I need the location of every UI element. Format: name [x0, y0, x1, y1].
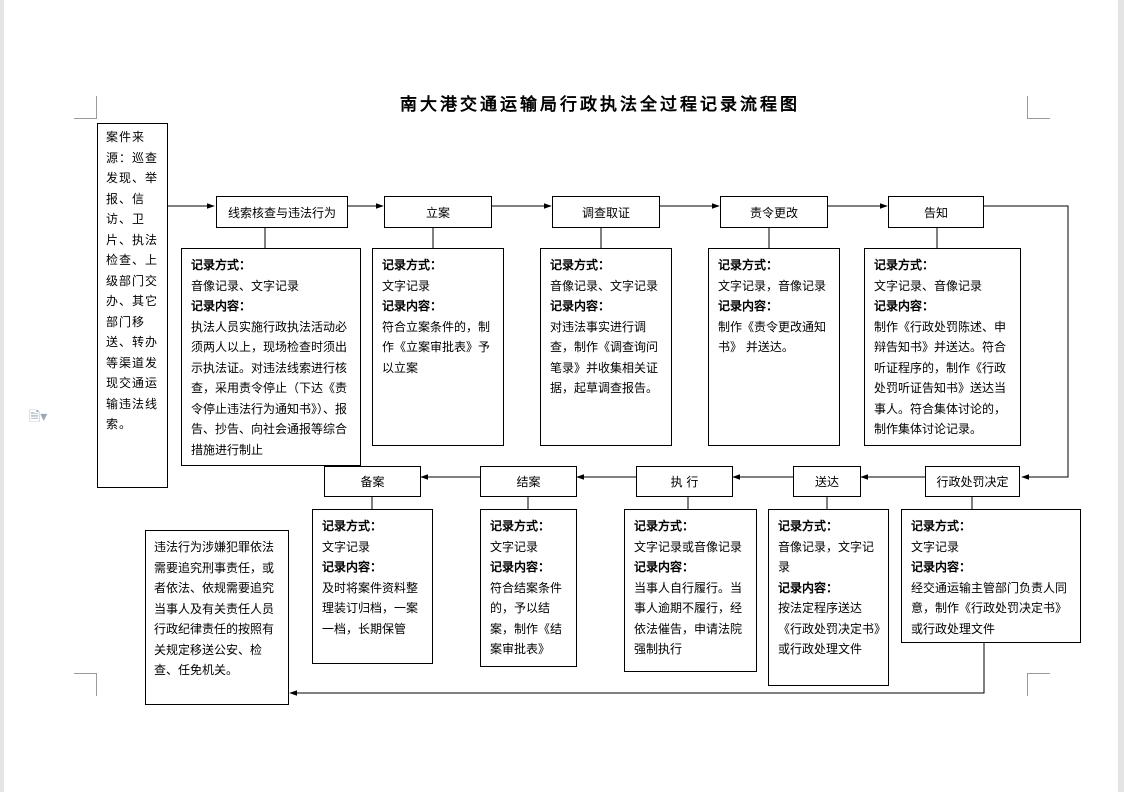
step-name-clue-verification: 线索核查与违法行为	[227, 205, 336, 220]
step-header-penalty-decision: 行政处罚决定	[925, 466, 1020, 497]
corner-mark-top-right	[1027, 96, 1050, 119]
method-value: 文字记录	[382, 278, 431, 293]
page-margin-right	[1118, 0, 1124, 792]
step-header-order-correction: 责令更改	[720, 196, 828, 228]
step-header-delivery: 送达	[793, 466, 861, 497]
detail-case-filing: 记录方式： 文字记录 记录内容： 符合立案条件的，制作《立案审批表》予以立案	[372, 248, 504, 446]
detail-investigation: 记录方式： 音像记录、文字记录 记录内容： 对违法事实进行调查，制作《调查询问笔…	[540, 248, 672, 446]
detail-execution: 记录方式： 文字记录或音像记录 记录内容： 当事人自行履行。当事人逾期不履行，经…	[624, 509, 757, 672]
method-value: 音像记录、文字记录	[191, 278, 300, 293]
detail-penalty-decision: 记录方式： 文字记录 记录内容： 经交通运输主管部门负责人同意，制作《行政处罚决…	[901, 509, 1081, 643]
method-label: 记录方式：	[490, 519, 551, 533]
method-label: 记录方式：	[911, 519, 972, 533]
content-label: 记录内容：	[382, 299, 443, 313]
method-label: 记录方式：	[382, 258, 443, 272]
content-value: 按法定程序送达《行政处罚决定书》或行政处理文件	[778, 601, 881, 656]
step-header-investigation: 调查取证	[552, 196, 660, 228]
method-label: 记录方式：	[778, 519, 839, 533]
step-header-filing-record: 备案	[324, 466, 421, 497]
method-label: 记录方式：	[718, 258, 779, 272]
case-source-box: 案件来源：巡查发现、举报、信访、卫片、执法检查、上级部门交办、其它部门移送、转办…	[97, 123, 168, 488]
step-header-execution: 执 行	[636, 466, 733, 497]
method-label: 记录方式：	[634, 519, 695, 533]
detail-delivery: 记录方式： 音像记录，文字记录 记录内容： 按法定程序送达《行政处罚决定书》或行…	[768, 509, 889, 686]
corner-mark-bottom-left	[74, 673, 97, 696]
method-label: 记录方式：	[191, 258, 252, 272]
step-header-notification: 告知	[888, 196, 984, 228]
content-value: 对违法事实进行调查，制作《调查询问笔录》并收集相关证据，起草调查报告。	[550, 319, 659, 396]
content-value: 符合结案条件的，予以结案，制作《结案审批表》	[490, 580, 563, 657]
corner-mark-top-left	[74, 96, 97, 119]
content-label: 记录内容：	[490, 560, 551, 574]
content-value: 制作《行政处罚陈述、申辩告知书》并送达。符合听证程序的，制作《行政处罚听证告知书…	[874, 319, 1007, 437]
detail-filing-record: 记录方式： 文字记录 记录内容： 及时将案件资料整理装订归档，一案一档，长期保管	[312, 509, 433, 664]
step-name-investigation: 调查取证	[581, 205, 630, 220]
corner-mark-bottom-right	[1027, 673, 1050, 696]
detail-clue-verification: 记录方式： 音像记录、文字记录 记录内容： 执法人员实施行政执法活动必须两人以上…	[181, 248, 361, 466]
step-name-filing-record: 备案	[360, 475, 385, 489]
step-header-case-closing: 结案	[480, 466, 577, 497]
content-label: 记录内容：	[874, 299, 935, 313]
step-name-case-filing: 立案	[425, 205, 450, 220]
case-source-text: 案件来源：巡查发现、举报、信访、卫片、执法检查、上级部门交办、其它部门移送、转办…	[106, 130, 159, 431]
content-label: 记录内容：	[322, 560, 383, 574]
method-label: 记录方式：	[322, 519, 383, 533]
step-name-case-closing: 结案	[516, 475, 541, 489]
page-margin-left	[0, 0, 4, 792]
content-value: 及时将案件资料整理装订归档，一案一档，长期保管	[322, 580, 419, 636]
step-name-penalty-decision: 行政处罚决定	[936, 475, 1009, 489]
method-value: 音像记录、文字记录	[550, 278, 659, 293]
document-options-icon[interactable]: 🗎▾	[29, 409, 48, 425]
method-value: 文字记录、音像记录	[874, 278, 983, 293]
step-name-execution: 执 行	[670, 475, 699, 489]
method-value: 文字记录，音像记录	[718, 278, 827, 293]
content-value: 执法人员实施行政执法活动必须两人以上，现场检查时须出示执法证。对违法线索进行核查…	[191, 319, 348, 457]
content-value: 制作《责令更改通知书》 并送达。	[718, 319, 827, 355]
criminal-referral-box: 违法行为涉嫌犯罪依法需要追究刑事责任，或者依法、依规需要追究当事人及有关责任人员…	[145, 530, 289, 705]
content-value: 经交通运输主管部门负责人同意，制作《行政处罚决定书》或行政处理文件	[911, 580, 1068, 636]
detail-case-closing: 记录方式： 文字记录 记录内容： 符合结案条件的，予以结案，制作《结案审批表》	[480, 509, 577, 667]
method-label: 记录方式：	[874, 258, 935, 272]
method-value: 文字记录或音像记录	[634, 539, 743, 554]
step-name-order-correction: 责令更改	[749, 205, 798, 220]
step-header-case-filing: 立案	[384, 196, 492, 228]
content-label: 记录内容：	[911, 560, 972, 574]
content-label: 记录内容：	[550, 299, 611, 313]
detail-order-correction: 记录方式： 文字记录，音像记录 记录内容： 制作《责令更改通知书》 并送达。	[708, 248, 840, 446]
method-value: 音像记录，文字记录	[778, 539, 875, 575]
detail-notification: 记录方式： 文字记录、音像记录 记录内容： 制作《行政处罚陈述、申辩告知书》并送…	[864, 248, 1021, 446]
content-label: 记录内容：	[718, 299, 779, 313]
criminal-referral-text: 违法行为涉嫌犯罪依法需要追究刑事责任，或者依法、依规需要追究当事人及有关责任人员…	[154, 540, 275, 677]
step-name-delivery: 送达	[814, 475, 839, 489]
method-value: 文字记录	[911, 539, 960, 554]
method-value: 文字记录	[322, 539, 371, 554]
content-label: 记录内容：	[634, 560, 695, 574]
method-label: 记录方式：	[550, 258, 611, 272]
step-header-clue-verification: 线索核查与违法行为	[216, 196, 348, 228]
content-label: 记录内容：	[191, 299, 252, 313]
content-value: 符合立案条件的，制作《立案审批表》予以立案	[382, 319, 491, 375]
content-label: 记录内容：	[778, 580, 839, 595]
content-value: 当事人自行履行。当事人逾期不履行，经依法催告，申请法院强制执行	[634, 580, 743, 657]
method-value: 文字记录	[490, 539, 539, 554]
step-name-notification: 告知	[923, 205, 948, 220]
page-title: 南大港交通运输局行政执法全过程记录流程图	[400, 95, 800, 115]
